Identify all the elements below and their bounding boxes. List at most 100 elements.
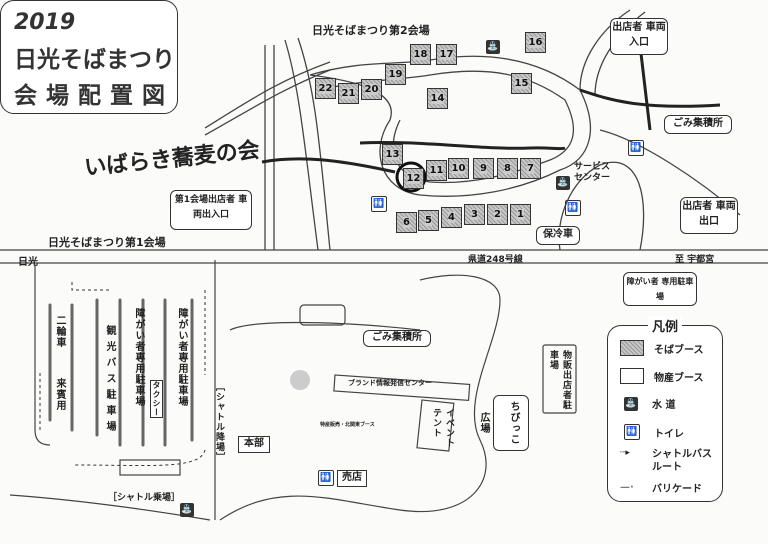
legend-label: トイレ (654, 428, 684, 440)
legend-label: 物産ブース (654, 372, 704, 384)
soba-booth-swatch (620, 340, 644, 356)
taxi-label: タクシー (150, 380, 163, 418)
legend-label: バリケード (652, 484, 702, 495)
guest-parking-label: 来賓用 (54, 378, 65, 411)
booth-number: 15 (514, 78, 529, 89)
soba-booth-10: 10 (448, 158, 469, 179)
booth-number: 22 (318, 83, 333, 94)
soba-booth-8: 8 (497, 158, 518, 179)
soba-booth-21: 21 (338, 83, 359, 104)
title-map: 会場配置図 (14, 83, 174, 109)
booth-number: 2 (494, 209, 501, 220)
booth-number: 9 (480, 163, 487, 174)
soba-booth-18: 18 (410, 44, 431, 65)
dash-dot-line-icon: —· (620, 482, 634, 493)
booth-number: 10 (451, 163, 466, 174)
booth-number: 7 (527, 163, 534, 174)
toilet-icon: 🚻 (624, 424, 640, 440)
soba-booth-9: 9 (473, 158, 494, 179)
soba-booth-17: 17 (436, 44, 457, 65)
vendor-entrance-box: 出店者 車両入口 (610, 18, 668, 55)
legend: 凡例 そばブース 物産ブース ⛲ 水 道 🚻 トイレ ┈▸ シャトルバスルート —· バ… (607, 316, 723, 502)
soba-booth-15: 15 (511, 73, 532, 94)
booth-number: 12 (406, 173, 421, 184)
title-event: 日光そばまつり (14, 47, 175, 73)
soba-booth-19: 19 (385, 64, 406, 85)
shuttle-board-label: ［シャトル乗場］ (108, 493, 181, 503)
dashed-arrow-icon: ┈▸ (620, 448, 630, 458)
tour-bus-parking-label: 観光バス駐車場 (104, 325, 115, 437)
event-tent-label: イベントテント (431, 408, 454, 448)
soba-booth-11: 11 (426, 160, 447, 181)
soba-booth-12: 12 (403, 168, 424, 189)
barricade-line (359, 140, 566, 151)
venue1-label: 日光そばまつり第1会場 (48, 236, 166, 249)
soba-booth-13: 13 (382, 144, 403, 165)
booth-number: 13 (385, 149, 400, 160)
venue2-label: 日光そばまつり第2会場 (312, 24, 430, 37)
garbage-collection-box: ごみ集積所 (363, 330, 431, 347)
legend-title: 凡例 (648, 316, 683, 335)
kids-plaza-box: ちびっこ広場 (478, 395, 529, 451)
service-center-label: サービスセンター (574, 162, 611, 183)
vendor-parking-label: 物販出店者駐車場 (548, 350, 571, 410)
soba-booth-16: 16 (525, 32, 546, 53)
toilet-icon: 🚻 (628, 140, 644, 156)
shop-box: 売店 (337, 470, 367, 487)
booth-number: 3 (471, 209, 478, 220)
booth-number: 20 (364, 84, 379, 95)
soba-booth-4: 4 (441, 207, 462, 228)
highlight-circle (395, 161, 427, 193)
toilet-icon: 🚻 (371, 196, 387, 212)
soba-booth-20: 20 (361, 79, 382, 100)
title-year: 2019 (14, 10, 76, 35)
soba-booth-14: 14 (427, 88, 448, 109)
accessible-parking-label: 障がい者専用駐車場 (133, 308, 144, 407)
two-wheel-parking-label: 二輪車 (54, 315, 65, 348)
toilet-icon: 🚻 (318, 470, 334, 486)
booth-number: 6 (403, 217, 410, 228)
route-248-label: 県道248号線 (468, 255, 523, 265)
booth-number: 17 (439, 49, 454, 60)
barricade-line (579, 88, 721, 108)
soba-booth-1: 1 (510, 204, 531, 225)
headquarters-box: 本部 (238, 436, 270, 453)
soba-booth-6: 6 (396, 212, 417, 233)
soba-booth-7: 7 (520, 158, 541, 179)
map-title-box: 2019 日光そばまつり 会場配置図 (0, 0, 178, 114)
vendor-exit-box: 出店者 車両出口 (680, 197, 738, 234)
product-booth-swatch (620, 368, 644, 384)
water-tap-icon: ⛲ (180, 503, 194, 517)
booth-number: 8 (504, 163, 511, 174)
legend-label: シャトルバスルート (652, 449, 712, 473)
booth-number: 18 (413, 49, 428, 60)
special-booths-label: 特産販売・北関東ブース (320, 422, 375, 428)
soba-booth-3: 3 (464, 204, 485, 225)
brand-center-label: ブランド情報発信センター (348, 379, 432, 387)
soba-booth-22: 22 (315, 78, 336, 99)
garbage-collection-box: ごみ集積所 (664, 115, 732, 134)
water-tap-icon: ⛲ (486, 40, 500, 54)
booth-number: 19 (388, 69, 403, 80)
legend-label: 水 道 (652, 400, 676, 411)
booth-number: 1 (517, 209, 524, 220)
booth-number: 21 (341, 88, 356, 99)
legend-label: そばブース (654, 344, 704, 356)
booth-number: 5 (425, 215, 432, 226)
booth-number: 11 (429, 165, 444, 176)
tree (290, 370, 310, 390)
booth-number: 16 (528, 37, 543, 48)
venue1-vehicle-entrance-box: 第1会場出店者 車両出入口 (170, 190, 252, 230)
water-tap-icon: ⛲ (624, 396, 638, 411)
refrigerator-truck-box: 保冷車 (536, 226, 580, 245)
shuttle-drop-label: ［シャトル降場］ (214, 382, 224, 462)
soba-booth-2: 2 (487, 204, 508, 225)
nikko-direction: 日光 (18, 257, 38, 268)
accessible-parking-box: 障がい者 専用駐車場 (623, 272, 697, 306)
booth-number: 14 (430, 93, 445, 104)
water-tap-icon: ⛲ (556, 176, 570, 190)
soba-booth-5: 5 (418, 210, 439, 231)
booth-number: 4 (448, 212, 455, 223)
